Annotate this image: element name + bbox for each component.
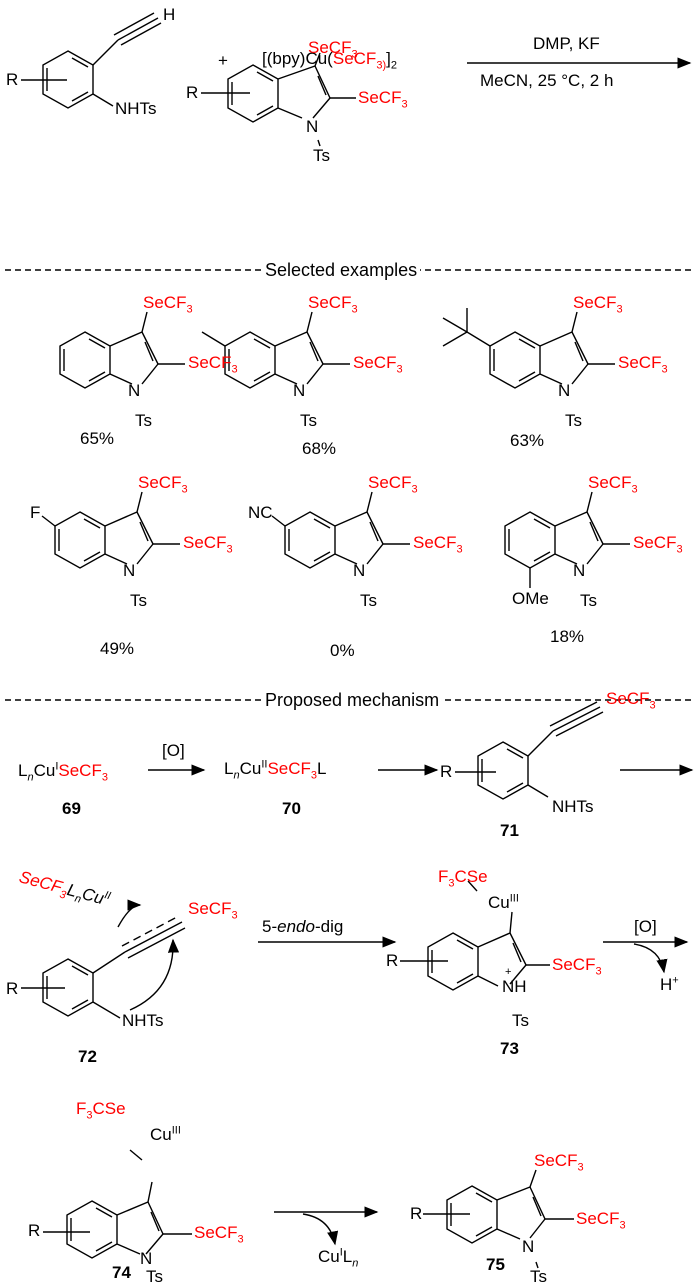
cpd75-secf3-side: SeCF3 bbox=[576, 1209, 626, 1232]
example-1-ts-label: Ts bbox=[135, 411, 152, 430]
cpd71-number: 71 bbox=[500, 821, 519, 840]
cpd73-number: 73 bbox=[500, 1039, 519, 1058]
cpd69-formula: LnCuISeCF3 bbox=[18, 760, 108, 784]
example-4-ts-label: Ts bbox=[130, 591, 147, 610]
cpd72-secf3: SeCF3 bbox=[188, 899, 238, 922]
cpd74-cu: CuIII bbox=[150, 1124, 181, 1144]
cpd75-secf3-top: SeCF3 bbox=[534, 1151, 584, 1174]
example-1-secf3-top: SeCF3 bbox=[143, 293, 193, 316]
example-3-secf3-top: SeCF3 bbox=[573, 293, 623, 316]
product-r-label: R bbox=[186, 83, 199, 102]
step4-byproduct: H+ bbox=[660, 974, 679, 994]
cpd74-number: 74 bbox=[112, 1263, 131, 1282]
example-1-yield: 65% bbox=[80, 429, 115, 448]
cpd71-nhts: NHTs bbox=[552, 797, 594, 816]
example-5-n-label: N bbox=[353, 561, 366, 580]
cpd72-number: 72 bbox=[78, 1047, 97, 1066]
example-2-secf3-top: SeCF3 bbox=[308, 293, 358, 316]
substrate-r-label: R bbox=[6, 70, 19, 89]
cpd70-number: 70 bbox=[282, 799, 301, 818]
example-2-structure bbox=[201, 311, 350, 389]
cpd75-n: N bbox=[522, 1237, 535, 1256]
step5-byproduct: CuILn bbox=[318, 1246, 359, 1270]
example-5-secf3-side: SeCF3 bbox=[413, 533, 463, 556]
example-5-structure bbox=[271, 491, 410, 569]
cpd74-n: N bbox=[140, 1249, 153, 1268]
step1-reagent: [O] bbox=[162, 741, 185, 760]
cpd74-f3cse: F3CSe bbox=[76, 1099, 126, 1122]
example-6-structure bbox=[504, 491, 630, 588]
example-4-secf3-side: SeCF3 bbox=[183, 533, 233, 556]
cpd72-nhts: NHTs bbox=[122, 1011, 164, 1030]
example-5-ts-label: Ts bbox=[360, 591, 377, 610]
example-3-secf3-side: SeCF3 bbox=[618, 353, 668, 376]
example-2-secf3-side: SeCF3 bbox=[353, 353, 403, 376]
example-3-structure bbox=[442, 308, 615, 389]
example-4-yield: 49% bbox=[100, 639, 135, 658]
cpd71-secf3: SeCF3 bbox=[606, 689, 656, 712]
example-3-ts-label: Ts bbox=[565, 411, 582, 430]
cpd73-cu: CuIII bbox=[488, 892, 519, 912]
step4-reagent: [O] bbox=[634, 917, 657, 936]
example-5-yield: 0% bbox=[330, 641, 355, 660]
example-3-n-label: N bbox=[558, 381, 571, 400]
cpd73-ts: Ts bbox=[512, 1011, 529, 1030]
cpd75-number: 75 bbox=[486, 1255, 505, 1274]
example-2-n-label: N bbox=[293, 381, 306, 400]
cpd73-charge: + bbox=[505, 966, 512, 978]
example-6-secf3-top: SeCF3 bbox=[588, 473, 638, 496]
cpd74-r-label: R bbox=[28, 1221, 41, 1240]
example-2-yield: 68% bbox=[302, 439, 337, 458]
example-6-ts-label: Ts bbox=[580, 591, 597, 610]
example-1-structure bbox=[59, 311, 185, 389]
cpd74-secf3: SeCF3 bbox=[194, 1223, 244, 1246]
substrate-nhts-label: NHTs bbox=[115, 99, 157, 118]
example-6-secf3-side: SeCF3 bbox=[633, 533, 683, 556]
product-indole bbox=[201, 52, 356, 147]
product-n-label: N bbox=[306, 117, 319, 136]
example-6-n-label: N bbox=[573, 561, 586, 580]
example-4-substituent: F bbox=[30, 503, 41, 522]
cpd74-ring bbox=[66, 1200, 118, 1259]
cpd73-secf3: SeCF3 bbox=[552, 955, 602, 978]
plus-sign: + bbox=[218, 51, 228, 70]
product-secf3-side: SeCF3 bbox=[358, 88, 408, 111]
cpd71-r-label: R bbox=[440, 762, 453, 781]
cpd74-ts: Ts bbox=[146, 1267, 163, 1286]
substrate-benzene-ring bbox=[21, 12, 162, 109]
conditions-top: DMP, KF bbox=[533, 34, 600, 53]
cpd75-r-label: R bbox=[410, 1204, 423, 1223]
example-2-ts-label: Ts bbox=[300, 411, 317, 430]
cpd73-r-label: R bbox=[386, 951, 399, 970]
cpd69-number: 69 bbox=[62, 799, 81, 818]
example-1-n-label: N bbox=[128, 381, 141, 400]
cyclization-label: 5-endo-dig bbox=[262, 917, 344, 936]
cpd72-r-label: R bbox=[6, 979, 19, 998]
examples-header: Selected examples bbox=[262, 260, 421, 281]
conditions-bottom: MeCN, 25 °C, 2 h bbox=[480, 71, 614, 90]
product-ts-label: Ts bbox=[313, 146, 330, 165]
example-3-yield: 63% bbox=[510, 431, 545, 450]
mechanism-header: Proposed mechanism bbox=[262, 690, 443, 711]
cpd73-nh: NH bbox=[502, 977, 527, 996]
cpd75-ts: Ts bbox=[530, 1267, 547, 1286]
substrate-h-label: H bbox=[163, 5, 176, 24]
example-4-n-label: N bbox=[123, 561, 136, 580]
cpd71-ring bbox=[477, 741, 529, 800]
example-6-yield: 18% bbox=[550, 627, 585, 646]
example-4-secf3-top: SeCF3 bbox=[138, 473, 188, 496]
product-secf3-top: SeCF3 bbox=[308, 38, 358, 61]
example-4-structure bbox=[41, 491, 180, 569]
example-6-substituent: OMe bbox=[512, 589, 549, 608]
example-5-substituent: NC bbox=[248, 503, 273, 522]
example-5-secf3-top: SeCF3 bbox=[368, 473, 418, 496]
cpd73-f3cse: F3CSe bbox=[438, 867, 488, 890]
example-1-secf3-side: SeCF3 bbox=[188, 353, 238, 376]
reagent-formula: [(bpy)Cu(SeCF3)]2 bbox=[262, 49, 397, 72]
cpd70-formula: LnCuIISeCF3L bbox=[224, 758, 327, 782]
